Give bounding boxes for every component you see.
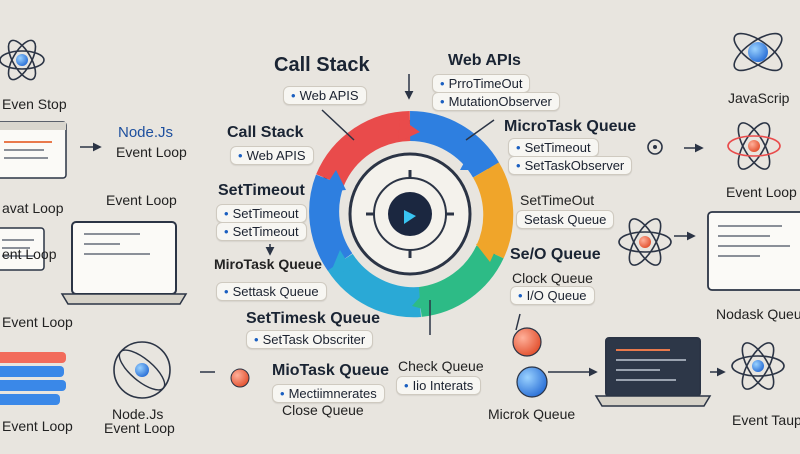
miotask-item: Close Queue xyxy=(282,402,364,418)
atom-icon xyxy=(727,122,781,170)
mirotask-queue-label: MiroTask Queue xyxy=(214,256,322,272)
stack-bars xyxy=(0,352,66,405)
javascrip-label: JavaScrip xyxy=(728,90,790,106)
atom-icon xyxy=(618,218,672,266)
sphere-icon xyxy=(230,368,250,388)
event-loop-label: Event Loop xyxy=(104,420,175,436)
web-apis-item: •PrroTimeOut xyxy=(432,74,531,93)
settask-queue-pill: •Settask Queue xyxy=(216,282,327,301)
microtask-queue-title: MicroTask Queue xyxy=(504,118,637,135)
event-taup-label: Event Taup xyxy=(732,412,800,428)
settimesk-queue-title: SetTimesk Queue xyxy=(246,310,380,327)
clock-queue-label: Clock Queue xyxy=(512,270,593,286)
laptop-icon xyxy=(60,221,188,305)
arrow-icon xyxy=(515,313,521,331)
miotask-item: •Mectiimnerates xyxy=(272,384,385,403)
event-loop-label: Event Loop xyxy=(106,192,177,208)
call-stack-mid-item: •Web APIS xyxy=(230,146,314,165)
setask-queue-label: Setask Queue xyxy=(516,210,615,229)
gear-icon xyxy=(647,139,663,155)
settimeout-item: •SetTimeout xyxy=(216,204,307,223)
miotask-queue-title: MioTask Queue xyxy=(272,362,390,379)
microtask-queue-item: •SetTimeout xyxy=(508,138,599,157)
event-loop-label: Event Loop xyxy=(2,314,73,330)
io-queue-pill: •I/O Queue xyxy=(510,286,595,305)
settask-obscriter-pill: •SetTask Obscriter xyxy=(246,330,374,349)
check-queue-label: Check Queue xyxy=(398,358,484,374)
atom-icon xyxy=(733,32,783,72)
call-stack-item: •Web APIS xyxy=(283,86,367,105)
event-loop-label: Event Loop xyxy=(116,144,187,160)
microk-queue-label: Microk Queue xyxy=(488,406,576,422)
nodask-queue-label: Nodask Queue xyxy=(716,306,800,322)
atom-icon xyxy=(731,342,785,390)
connectors xyxy=(80,74,726,377)
io-interats-pill: •Iio Interats xyxy=(396,376,482,395)
sphere-icon xyxy=(512,327,548,398)
arrow-icon xyxy=(465,119,495,141)
web-apis-title: Web APIs xyxy=(448,52,521,69)
atom-icon xyxy=(0,39,45,81)
atom-icon xyxy=(113,341,171,399)
node-js-label: Node.Js xyxy=(118,124,174,141)
call-stack-title: Call Stack xyxy=(274,54,370,76)
web-apis-item: •MutationObserver xyxy=(432,92,560,111)
laptop-icon xyxy=(594,337,712,407)
settimeout-item: •SetTimeout xyxy=(216,222,307,241)
settimeout-title: SetTimeout xyxy=(218,182,305,199)
se-io-queue-title: Se/O Queue xyxy=(510,246,601,263)
node-js-label: Node.Js xyxy=(112,406,164,422)
settimeout-right-label: SetTimeOut xyxy=(520,192,595,208)
avat-loop-label: avat Loop xyxy=(2,200,64,216)
microtask-queue-item: •SetTaskObserver xyxy=(508,156,633,175)
window-icon xyxy=(707,211,800,291)
window-icon xyxy=(0,227,45,271)
event-loop-ring xyxy=(309,111,514,318)
arrow-icon xyxy=(321,109,355,141)
ent-loop-label: ent Loop xyxy=(2,246,57,262)
event-loop-label: Event Loop xyxy=(726,184,797,200)
even-stop-label: Even Stop xyxy=(2,96,67,112)
window-icon xyxy=(0,121,67,179)
event-loop-label: Event Loop xyxy=(2,418,73,434)
call-stack-mid-title: Call Stack xyxy=(227,124,304,141)
